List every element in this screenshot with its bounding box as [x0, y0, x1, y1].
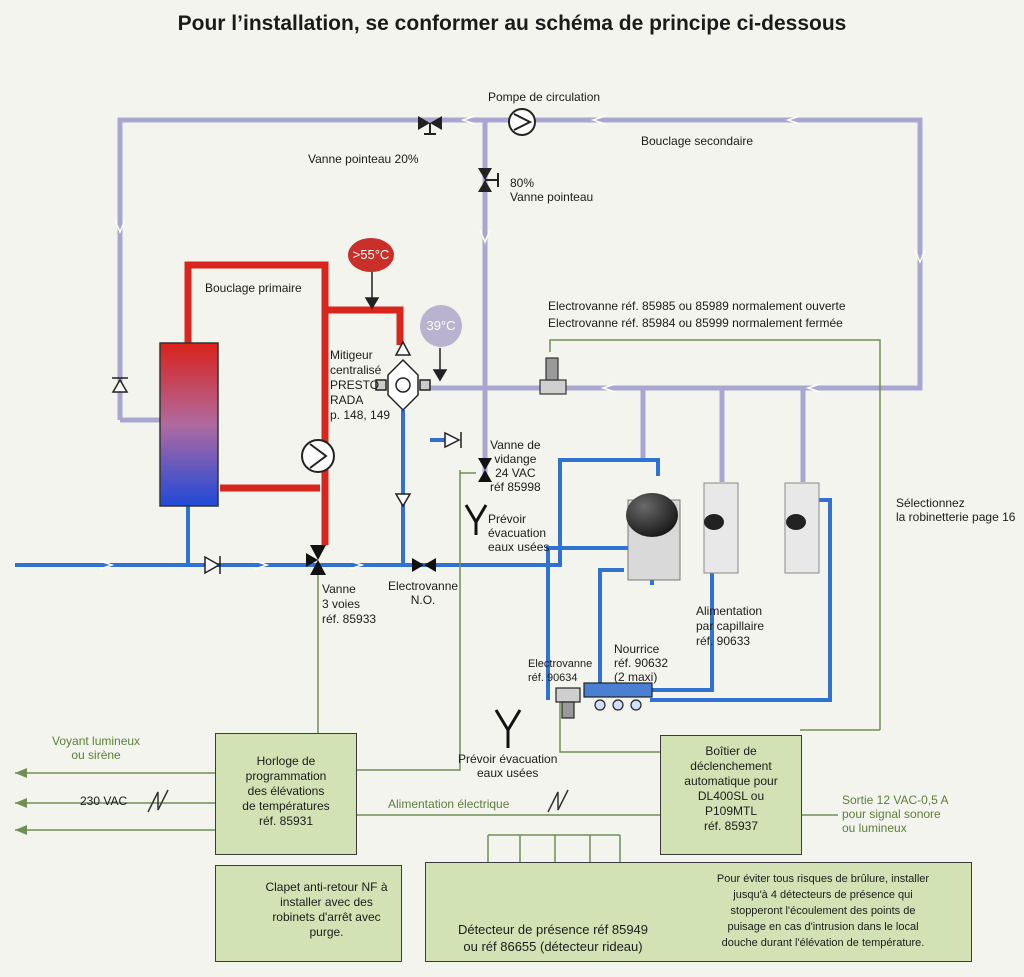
lightning-symbols — [147, 789, 569, 813]
label-electrovanne-no: Electrovanne N.O. — [388, 579, 459, 607]
shower-head-main — [626, 493, 681, 581]
label-electrovanne-90634: Electrovanne réf. 90634 — [528, 658, 593, 684]
label-vanne-3-voies: Vanne 3 voies réf. 85933 — [322, 582, 377, 626]
box-clapet: Clapet anti-retour NF à installer avec d… — [215, 865, 402, 962]
three-way-valve — [306, 545, 326, 575]
label-voyant: Voyant lumineux ou sirène — [52, 734, 141, 762]
label-prevoir-evacuation-1: Prévoir évacuation eaux usées — [488, 512, 550, 554]
label-230vac: 230 VAC — [80, 794, 128, 808]
label-mitigeur: Mitigeur centralisé PRESTO RADA p. 148, … — [330, 348, 391, 422]
box-horloge: Horloge de programmation des élévations … — [215, 733, 357, 855]
label-bouclage-secondaire: Bouclage secondaire — [641, 134, 754, 148]
primary-pump — [301, 439, 335, 473]
drain-funnel-1 — [464, 504, 488, 535]
electrovanne-no — [412, 558, 436, 572]
box-detecteur-text: Détecteur de présence réf 85949 ou réf 8… — [457, 922, 649, 954]
cold-flow-arrows — [99, 560, 365, 570]
check-valve-tank — [111, 377, 129, 393]
label-sortie: Sortie 12 VAC-0,5 A pour signal sonore o… — [842, 793, 949, 835]
hot-water-tank — [159, 342, 219, 507]
needle-valve-20 — [418, 116, 442, 135]
drain-funnel-2 — [494, 709, 522, 748]
temp-badge-hot: >55°C — [348, 238, 394, 272]
label-selectionnez: Sélectionnez la robinetterie page 16 — [896, 496, 1016, 524]
label-prevoir-evacuation-2: Prévoir évacuation eaux usées — [458, 752, 558, 780]
manifold — [555, 682, 653, 719]
label-nourrice: Nourrice réf. 90632 (2 maxi) — [614, 642, 669, 684]
box-detecteur: Détecteur de présence réf 85949 ou réf 8… — [425, 862, 972, 962]
label-vanne-pointeau-80: 80% Vanne pointeau — [510, 176, 594, 204]
page-title: Pour l’installation, se conformer au sch… — [177, 12, 847, 35]
box-clapet-text: Clapet anti-retour NF à installer avec d… — [265, 880, 388, 939]
signal-wires — [15, 339, 881, 875]
shower-head-3 — [784, 482, 820, 574]
solenoid-valve — [539, 357, 567, 395]
loop-flow-arrows — [114, 115, 926, 393]
label-alimentation-electrique: Alimentation électrique — [388, 797, 510, 811]
circulation-pump — [508, 108, 536, 136]
temp-badge-mixed: 39°C — [420, 305, 462, 347]
label-vanne-vidange: Vanne de vidange 24 VAC réf 85998 — [490, 438, 541, 494]
mixer-valve — [375, 358, 431, 412]
label-electrovanne-refs: Electrovanne réf. 85985 ou 85989 normale… — [548, 299, 846, 330]
check-valve-inlet — [204, 555, 221, 575]
box-horloge-text: Horloge de programmation des élévations … — [242, 754, 330, 828]
box-boitier: Boîtier de déclenchement automatique pou… — [660, 735, 802, 855]
signal-arrowheads — [15, 768, 27, 835]
label-bouclage-primaire: Bouclage primaire — [205, 281, 302, 295]
label-alimentation-capillaire: Alimentation par capillaire réf. 90633 — [696, 604, 765, 648]
box-avertissement-text: Pour éviter tous risques de brûlure, ins… — [716, 873, 930, 949]
drain-valve — [478, 458, 492, 482]
label-vanne-pointeau-20: Vanne pointeau 20% — [308, 152, 419, 166]
label-pompe: Pompe de circulation — [488, 90, 601, 104]
shower-head-2 — [703, 482, 739, 574]
box-boitier-text: Boîtier de déclenchement automatique pou… — [684, 744, 778, 833]
temp-arrows — [364, 272, 448, 382]
check-valve-mixer — [394, 340, 462, 508]
needle-valve-80 — [478, 168, 499, 192]
hot-water-pipe — [184, 261, 404, 545]
